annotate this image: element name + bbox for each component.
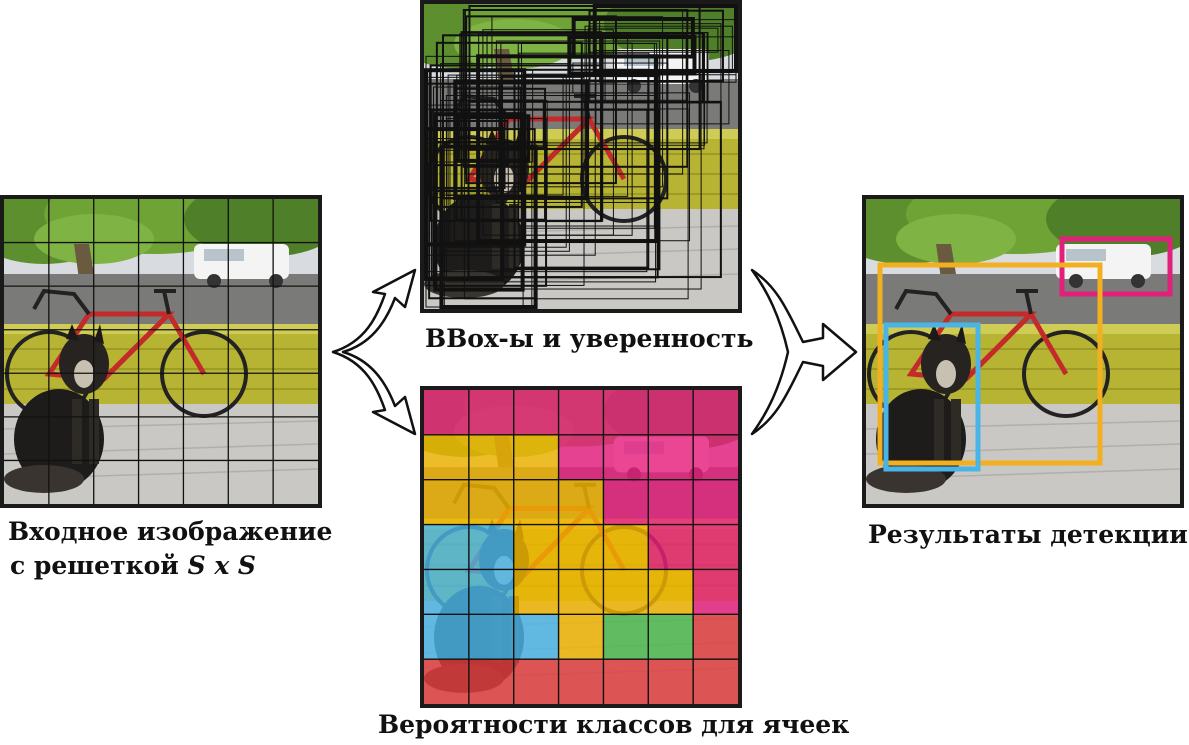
candidate-bbox	[468, 5, 701, 151]
class-cell-pink	[648, 479, 694, 525]
candidate-bbox	[449, 83, 656, 243]
class-cell-yellow	[558, 569, 604, 615]
candidate-bbox	[433, 112, 525, 292]
class-cell-yellow	[424, 434, 469, 480]
bicycle-detection-box	[877, 262, 1103, 466]
class-cell-pink	[693, 390, 738, 435]
bbox-confidence-panel	[420, 0, 742, 313]
candidate-bbox	[518, 52, 650, 241]
class-cell-red	[424, 659, 469, 704]
class-cell-pink	[558, 434, 604, 480]
class-probability-panel	[420, 386, 742, 708]
class-cell-blue	[424, 614, 469, 660]
class-cell-blue	[468, 524, 514, 570]
probability-grid	[424, 390, 738, 704]
class-cell-pink	[693, 524, 738, 570]
class-cell-green	[603, 614, 649, 660]
probability-cells	[424, 390, 738, 704]
bbox-layer	[424, 4, 738, 309]
class-cell-blue	[424, 524, 469, 570]
class-cell-pink	[648, 390, 694, 435]
class-cell-pink	[603, 479, 649, 525]
class-cell-red	[693, 659, 738, 704]
class-cell-yellow	[603, 569, 649, 615]
class-probability-caption: Вероятности классов для ячеек	[378, 710, 850, 739]
class-cell-yellow	[513, 434, 559, 480]
class-cell-red	[513, 659, 559, 704]
class-cell-pink	[693, 569, 738, 615]
input-caption-line2: с решеткой S x S	[8, 549, 318, 583]
input-image-panel	[0, 195, 322, 508]
split-arrow-icon	[331, 268, 417, 436]
class-cell-blue	[468, 614, 514, 660]
candidate-bbox	[439, 144, 538, 309]
class-cell-yellow	[424, 479, 469, 525]
grid-size-math: S x S	[187, 551, 256, 580]
candidate-bbox	[429, 64, 604, 222]
class-cell-pink	[648, 434, 694, 480]
class-cell-pink	[693, 479, 738, 525]
candidate-bbox	[571, 17, 695, 59]
candidate-bbox	[455, 87, 547, 221]
candidate-bbox	[482, 29, 614, 236]
class-cell-red	[603, 659, 649, 704]
bbox-caption: BBox-ы и уверенность	[425, 324, 754, 353]
class-cell-pink	[513, 390, 559, 435]
candidate-bbox	[446, 118, 548, 197]
input-caption-prefix: с решеткой	[10, 551, 188, 580]
class-cell-yellow	[513, 479, 559, 525]
input-grid	[4, 199, 318, 504]
input-image-with-grid	[4, 199, 318, 504]
class-cell-pink	[693, 434, 738, 480]
detection-result-panel	[862, 195, 1184, 508]
class-cell-blue	[513, 614, 559, 660]
class-cell-yellow	[648, 569, 694, 615]
candidate-bbox	[513, 68, 650, 269]
class-cell-green	[648, 614, 694, 660]
dog-detection-box	[883, 322, 981, 472]
bbox-image	[424, 4, 738, 309]
class-cell-yellow	[513, 524, 559, 570]
input-caption: Входное изображение с решеткой S x S	[8, 515, 333, 583]
class-cell-yellow	[558, 524, 604, 570]
class-probability-map	[424, 390, 738, 704]
class-cell-pink	[648, 524, 694, 570]
candidate-bbox	[462, 8, 689, 168]
class-cell-yellow	[513, 569, 559, 615]
candidate-bbox	[501, 75, 661, 271]
candidate-bbox	[587, 27, 719, 53]
class-cell-pink	[603, 434, 649, 480]
candidate-bbox	[430, 108, 659, 279]
class-cell-blue	[468, 569, 514, 615]
class-cell-yellow	[468, 434, 514, 480]
class-cell-red	[648, 659, 694, 704]
detection-image	[866, 199, 1180, 504]
class-cell-yellow	[558, 479, 604, 525]
class-cell-yellow	[468, 479, 514, 525]
candidate-bbox	[425, 55, 596, 256]
merge-arrow-icon	[750, 268, 858, 436]
candidate-bbox	[586, 34, 687, 101]
candidate-bbox	[602, 36, 737, 76]
class-cell-pink	[468, 390, 514, 435]
class-cell-pink	[603, 390, 649, 435]
class-cell-pink	[558, 390, 604, 435]
class-cell-red	[468, 659, 514, 704]
class-cell-red	[693, 614, 738, 660]
detection-caption: Результаты детекции	[868, 520, 1188, 549]
input-caption-line1: Входное изображение	[8, 517, 333, 546]
class-cell-yellow	[558, 614, 604, 660]
candidate-bbox	[465, 15, 617, 185]
class-cell-pink	[424, 390, 469, 435]
class-cell-red	[558, 659, 604, 704]
class-cell-yellow	[603, 524, 649, 570]
class-cell-blue	[424, 569, 469, 615]
